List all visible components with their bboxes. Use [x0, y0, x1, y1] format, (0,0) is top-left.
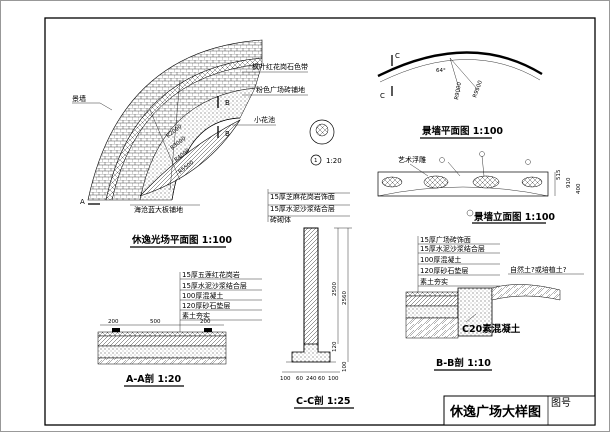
- plan-inner-arc: [171, 117, 241, 201]
- wall-elev-dim-3: 400: [576, 183, 582, 194]
- label-flower-bed: 小花池: [254, 115, 275, 124]
- cc-dim-v1: 2500: [332, 282, 338, 296]
- aa-layer-4: 120厚砂石垫层: [182, 301, 230, 310]
- aa-title: A-A剖 1:20: [126, 373, 181, 385]
- bb-layer-4: 120厚砂石垫层: [420, 266, 468, 275]
- label-pink-brick: 粉色广场砖铺地: [256, 85, 305, 94]
- cc-layer-2: 15厚水泥沙浆结合层: [270, 204, 335, 213]
- aa-layer-2: 15厚水泥沙浆结合层: [182, 281, 247, 290]
- bb-layer-2: 15厚水泥沙浆结合层: [420, 244, 485, 253]
- section-marker-b2: B: [225, 130, 230, 138]
- cc-layer-3: 砖砌体: [270, 215, 291, 224]
- bb-soil-note: 自然土?或培植土?: [510, 265, 567, 274]
- bb-concrete-label: C20素混凝土: [462, 323, 521, 335]
- detail-1-scale: 1:20: [326, 157, 342, 165]
- cc-dim-h3: 240: [306, 376, 317, 382]
- wall-elev-title: 景墙立面图 1:100: [473, 211, 555, 223]
- wall-elev-dim-1: 515: [556, 169, 562, 180]
- label-red-granite-band: 枫叶红花岗石色带: [252, 62, 308, 71]
- aa-dim-2: 500: [150, 319, 161, 325]
- aa-layer-3: 100厚混凝土: [182, 291, 223, 300]
- cc-wall-body: [303, 227, 319, 353]
- wall-elev-dim-2: 910: [566, 177, 572, 188]
- cc-dim-v3: 120: [332, 341, 338, 352]
- cc-dim-h5: 100: [328, 376, 339, 382]
- label-blue-granite: 海沧蓝大板铺地: [134, 205, 183, 214]
- wall-plan-angle: 64°: [436, 68, 446, 74]
- section-marker-b: B: [225, 99, 230, 107]
- cc-dim-h4: 60: [318, 376, 325, 382]
- cc-dim-v4: 100: [342, 361, 348, 372]
- bb-layer-3: 100厚混凝土: [420, 255, 461, 264]
- relief-panel-1: [381, 175, 543, 189]
- inner-frame: [44, 17, 596, 426]
- aa-layer-1: 15厚五莲红花岗岩: [182, 270, 240, 279]
- cc-dim-v2: 2560: [342, 291, 348, 305]
- detail-1-number: 1: [314, 158, 318, 164]
- cc-title: C-C剖 1:25: [296, 395, 351, 407]
- section-aa: 15厚五莲红花岗岩 15厚水泥沙浆结合层 100厚混凝土 120厚砂石垫层 素土…: [97, 270, 262, 387]
- aa-dim-3: 200: [200, 319, 211, 325]
- aa-dim-1: 200: [108, 319, 119, 325]
- bb-title: B-B剖 1:10: [436, 357, 491, 369]
- section-bb: 15厚广场砖饰面 15厚水泥沙浆结合层 100厚混凝土 120厚砂石垫层 素土夯…: [405, 235, 584, 371]
- detail-1: 1 1:20: [309, 119, 342, 166]
- drawing-name: 休逸广场大样图: [449, 404, 541, 420]
- bb-layer-5: 素土夯实: [420, 277, 448, 286]
- drawing-number-label: 图号: [551, 397, 571, 409]
- plan-flower-bed: [139, 119, 241, 197]
- section-marker-a: A: [80, 198, 85, 206]
- bb-layer-1: 15厚广场砖饰面: [420, 235, 471, 244]
- wall-plan-r2: R9500: [472, 79, 484, 98]
- title-block: 休逸广场大样图 图号: [443, 395, 596, 426]
- wall-plan-cut-bottom: C: [380, 92, 385, 100]
- wall-plan: 64° R9000 R9500 C C 景墙平面图 1:100: [377, 51, 543, 139]
- cc-footing: [291, 343, 331, 363]
- wall-plan-r1: R9000: [454, 81, 463, 100]
- cc-layer-1: 15厚芝麻花岗岩饰面: [270, 192, 335, 201]
- wall-plan-cut-top: C: [395, 52, 400, 60]
- wall-elevation: 艺术浮雕 515 910 400 景墙立面图 1:100: [377, 151, 582, 224]
- section-cc: 15厚芝麻花岗岩饰面 15厚水泥沙浆结合层 砖砌体 2500 2560 120 …: [267, 189, 354, 409]
- label-wall: 景墙: [72, 94, 86, 103]
- aa-layer-5: 素土夯实: [182, 311, 210, 320]
- cc-dim-h1: 100: [280, 376, 291, 382]
- cc-dim-h2: 60: [296, 376, 303, 382]
- plaza-plan: R2000 R3000 R4000 R5500 景墙 枫叶红花岗石色带 粉色广场…: [72, 39, 308, 248]
- plan-title: 休逸光场平面图 1:100: [131, 234, 232, 246]
- wall-elev-relief-label: 艺术浮雕: [398, 155, 426, 164]
- wall-plan-title: 景墙平面图 1:100: [421, 125, 503, 137]
